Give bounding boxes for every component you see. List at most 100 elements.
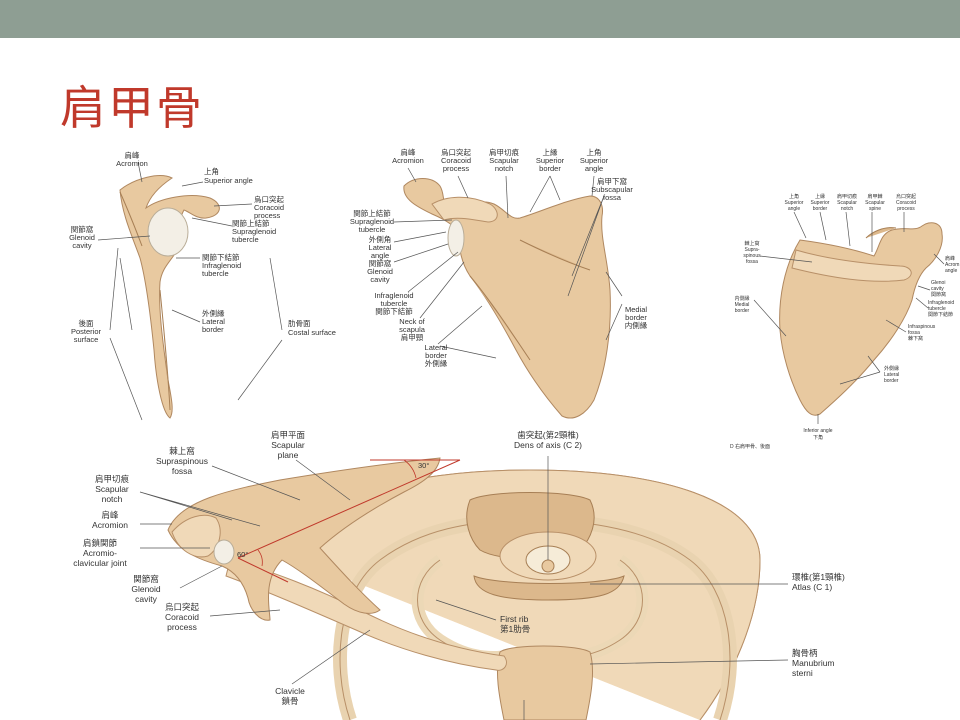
label-infraglenoid-en1: Infraglenoid	[202, 261, 241, 270]
label-infraglenoid-en2: tubercle	[202, 269, 229, 278]
label-post-medial-jp: 内側縁	[734, 295, 749, 302]
label-sup-notch-en1: Scapular	[95, 484, 129, 494]
label-costal-surface-jp: 肋骨面	[288, 318, 311, 328]
label-ant-med-border-en2: border	[625, 313, 647, 322]
label-post-acromion-en2: angle	[945, 268, 957, 274]
label-acromion-en: Acromion	[116, 159, 148, 168]
label-ant-lat-border-en2: border	[425, 351, 447, 360]
label-ant-glenoid-en1: Glenoid	[367, 267, 393, 276]
label-post-lat-border-jp: 外側縁	[884, 365, 899, 372]
label-coracoid-en2: process	[254, 211, 281, 220]
scapula-anterior-view	[393, 167, 623, 419]
label-post-glenoid-en1: Glenoi	[931, 280, 945, 286]
label-subscap-en2: fossa	[603, 193, 622, 202]
label-angle-60: 60°	[237, 550, 248, 559]
label-post-acromion-en1: Acrom	[945, 262, 959, 268]
label-post-medial-en2: border	[735, 308, 750, 314]
label-ant-infraglen-en1: Infraglenoid	[374, 291, 413, 300]
label-sup-notch-en2: notch	[102, 494, 123, 504]
label-post-spine-en2: spine	[869, 206, 881, 212]
label-sup-supraspinous-jp: 棘上窩	[169, 446, 195, 456]
label-post-coracoid-en2: process	[897, 206, 915, 212]
label-glenoid-en1: Glenoid	[69, 233, 95, 242]
label-ant-sup-angle-jp: 上角	[587, 147, 602, 157]
label-superior-angle-jp: 上角	[204, 166, 219, 176]
label-post-sup-angle-en1: Superior	[785, 200, 804, 206]
label-sup-notch-jp: 肩甲切痕	[95, 474, 130, 484]
label-manubrium-en2: sterni	[792, 668, 813, 678]
label-ant-supraglen-en1: Supraglenoid	[350, 217, 394, 226]
label-sup-supraspinous-en1: Supraspinous	[156, 456, 208, 466]
label-post-infraspinous-en2: fossa	[908, 330, 920, 336]
label-post-supraspinous-en3: fossa	[746, 259, 758, 265]
label-atlas-jp: 環椎(第1頸椎)	[792, 572, 845, 582]
label-supraglenoid-en1: Supraglenoid	[232, 227, 276, 236]
shoulder-girdle-superior-view	[139, 456, 789, 720]
label-sup-glenoid-jp: 関節窩	[133, 574, 159, 584]
label-neck-en1: Neck of	[399, 317, 425, 326]
label-ant-glenoid-jp: 関節窩	[369, 258, 392, 268]
label-post-sup-border-en1: Superior	[811, 200, 830, 206]
label-post-medial-en1: Medial	[735, 302, 750, 308]
label-sup-coracoid-en2: process	[167, 622, 197, 632]
label-ant-infraglen-jp: 関節下結節	[375, 306, 413, 316]
label-post-coracoid-en1: Coracoid	[896, 200, 916, 206]
label-lat-angle-en2: angle	[371, 251, 389, 260]
label-lat-angle-jp: 外側角	[369, 234, 392, 244]
label-post-spine-en1: Scapular	[865, 200, 885, 206]
label-subscap-en1: Subscapular	[591, 185, 633, 194]
label-ant-med-border-jp: 内側縁	[625, 320, 648, 330]
label-post-notch-en2: notch	[841, 206, 853, 212]
label-infraglenoid-jp: 関節下結節	[202, 252, 240, 262]
label-ant-supraglen-jp: 関節上結節	[353, 208, 391, 218]
label-superior-angle-en: Superior angle	[204, 176, 253, 185]
slide-top-bar	[0, 0, 960, 38]
label-ant-lat-border-en1: Lateral	[425, 343, 448, 352]
label-dens-jp: 歯突起(第2頸椎)	[517, 430, 579, 440]
label-ant-infraglen-en2: tubercle	[381, 299, 408, 308]
label-sup-acromion-jp: 肩峰	[101, 510, 119, 520]
slide-title: 肩甲骨	[60, 81, 204, 135]
scapula-posterior-view	[753, 211, 945, 424]
label-ant-coracoid-en2: process	[443, 164, 470, 173]
label-first-rib-en: First rib	[500, 614, 529, 624]
label-ant-sup-border-en1: Superior	[536, 156, 565, 165]
label-post-inf-angle-en: Inferior angle	[803, 428, 832, 434]
label-ant-glenoid-en2: cavity	[370, 275, 389, 284]
label-post-supraspinous-en2: spinous	[743, 253, 761, 259]
label-post-glenoid-en2: cavity	[931, 286, 944, 292]
label-posterior-surface-en1: Posterior	[71, 327, 102, 336]
label-post-infraglen-en2: tubercle	[928, 306, 946, 312]
label-post-sup-border-en2: border	[813, 206, 828, 212]
label-ac-joint-en2: clavicular joint	[73, 558, 127, 568]
label-dens-en: Dens of axis (C 2)	[514, 440, 582, 450]
label-ant-sup-border-en2: border	[539, 164, 561, 173]
label-post-infraspinous-en1: Infraspinous	[908, 324, 936, 330]
label-manubrium-en1: Manubrium	[792, 658, 835, 668]
label-ac-joint-jp: 肩鎖関節	[83, 538, 118, 548]
label-post-coracoid-jp: 烏口突起	[896, 193, 916, 200]
label-ant-sup-border-jp: 上縁	[543, 147, 558, 157]
label-ant-coracoid-en1: Coracoid	[441, 156, 471, 165]
label-post-infraspinous-jp: 棘下窩	[908, 335, 923, 342]
label-ac-joint-en1: Acromio-	[83, 548, 117, 558]
label-lateral-border-en2: border	[202, 325, 224, 334]
label-post-sup-angle-en2: angle	[788, 206, 800, 212]
label-scapular-plane-jp: 肩甲平面	[271, 430, 306, 440]
label-sup-acromion-en: Acromion	[92, 520, 128, 530]
label-ant-notch-en2: notch	[495, 164, 513, 173]
label-ant-sup-angle-en1: Superior	[580, 156, 609, 165]
label-ant-supraglen-en2: tubercle	[359, 225, 386, 234]
figure-caption-d: D 右肩甲骨、後面	[730, 443, 770, 450]
label-ant-notch-en1: Scapular	[489, 156, 519, 165]
label-post-sup-border-jp: 上縁	[815, 193, 825, 200]
label-clavicle-en: Clavicle	[275, 686, 305, 696]
label-post-spine-jp: 肩甲棘	[867, 193, 882, 200]
label-posterior-surface-en2: surface	[74, 335, 99, 344]
label-lat-angle-en1: Lateral	[369, 243, 392, 252]
label-subscap-jp: 肩甲下窩	[597, 176, 627, 186]
label-scapular-plane-en1: Scapular	[271, 440, 305, 450]
label-acromion-jp: 肩峰	[125, 150, 140, 160]
label-ant-acromion-en: Acromion	[392, 156, 424, 165]
